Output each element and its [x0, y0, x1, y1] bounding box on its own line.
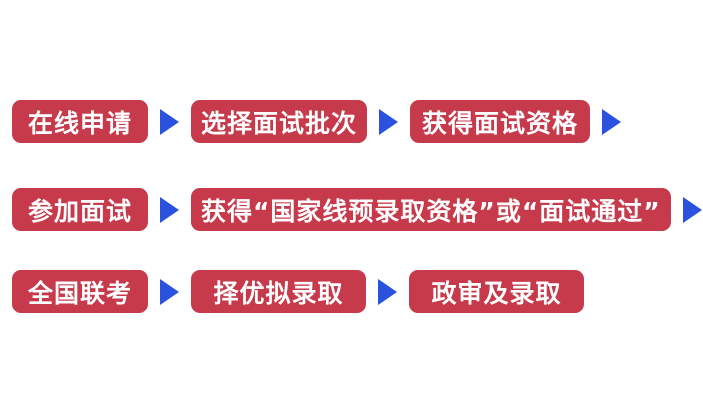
flow-step-label: 政审及录取 [431, 278, 562, 308]
flow-row-1: 在线申请 选择面试批次 获得面试资格 [12, 100, 622, 143]
flow-step-label: 在线申请 [27, 108, 132, 138]
flow-step-label: 全国联考 [27, 278, 132, 308]
flow-step-label: 选择面试批次 [201, 108, 358, 138]
flow-step-obtain-preadmission-or-pass: 获得“国家线预录取资格”或“面试通过” [191, 188, 671, 231]
flow-step-label: 获得面试资格 [422, 108, 579, 138]
flow-step-select-interview-batch: 选择面试批次 [191, 100, 368, 143]
flow-step-attend-interview: 参加面试 [12, 188, 148, 231]
arrow-right-icon [378, 278, 397, 305]
arrow-right-icon [682, 196, 702, 223]
flow-step-label: 参加面试 [27, 196, 132, 226]
flow-step-obtain-interview-qualification: 获得面试资格 [410, 100, 591, 143]
arrow-right-icon [160, 278, 179, 305]
flow-step-political-review-and-admission: 政审及录取 [409, 270, 584, 313]
flow-row-3: 全国联考 择优拟录取 政审及录取 [12, 270, 584, 313]
flow-step-label: 择优拟录取 [213, 278, 344, 308]
arrow-right-icon [379, 108, 399, 135]
flow-step-national-exam: 全国联考 [12, 270, 148, 313]
arrow-right-icon [160, 108, 179, 135]
arrow-right-icon [160, 196, 179, 223]
flow-step-online-application: 在线申请 [12, 100, 148, 143]
flow-step-label: 获得“国家线预录取资格”或“面试通过” [201, 196, 661, 226]
arrow-right-icon [602, 108, 622, 135]
flow-step-merit-based-admission: 择优拟录取 [191, 270, 366, 313]
flow-row-2: 参加面试 获得“国家线预录取资格”或“面试通过” [12, 188, 702, 231]
